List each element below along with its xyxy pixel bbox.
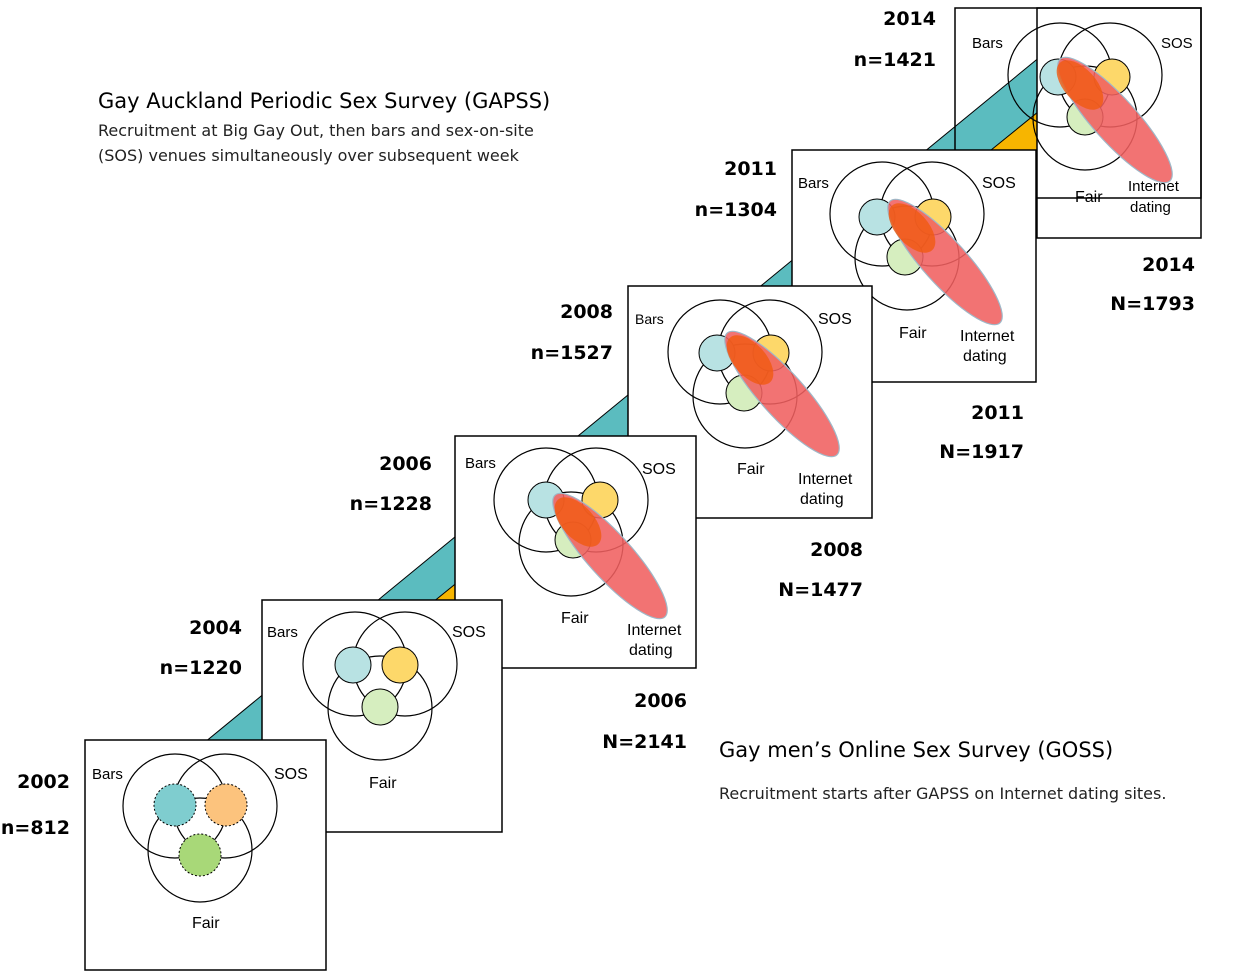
goss-year-2014: 2014 bbox=[1142, 254, 1195, 276]
gapss-title-block: Gay Auckland Periodic Sex Survey (GAPSS)… bbox=[98, 89, 550, 165]
gapss-title: Gay Auckland Periodic Sex Survey (GAPSS) bbox=[98, 89, 550, 113]
internet-label-2014: Internet bbox=[1128, 178, 1180, 195]
gapss-year-2006: 2006 bbox=[379, 453, 432, 475]
goss-n-2011: N=1917 bbox=[939, 441, 1024, 463]
sos-label-2008: SOS bbox=[818, 311, 852, 328]
gapss-wave-labels: 2014 n=1421 2011 n=1304 2008 n=1527 2006… bbox=[1, 8, 936, 839]
internet-label-2011: Internet bbox=[960, 328, 1015, 345]
gapss-year-2008: 2008 bbox=[560, 301, 613, 323]
goss-year-2006: 2006 bbox=[634, 690, 687, 712]
bars-label-2006: Bars bbox=[465, 455, 496, 472]
panel-2002 bbox=[84, 739, 327, 971]
fair-core-2002 bbox=[178, 833, 222, 877]
bars-label-2014: Bars bbox=[972, 35, 1003, 52]
goss-n-2008: N=1477 bbox=[778, 579, 863, 601]
gapss-description-line2: (SOS) venues simultaneously over subsequ… bbox=[98, 146, 520, 165]
fair-label-2014: Fair bbox=[1075, 189, 1103, 206]
internet-label-2006: Internet bbox=[627, 622, 682, 639]
goss-n-2006: N=2141 bbox=[602, 731, 687, 753]
fair-label-2004: Fair bbox=[369, 775, 397, 792]
sos-label-2004: SOS bbox=[452, 624, 486, 641]
goss-description: Recruitment starts after GAPSS on Intern… bbox=[719, 784, 1166, 803]
gapss-description-line1: Recruitment at Big Gay Out, then bars an… bbox=[98, 121, 534, 140]
bars-core-2002 bbox=[153, 783, 197, 827]
venue-labels: Bars SOS Fair Internet dating Bars SOS F… bbox=[92, 35, 1193, 932]
sos-label-2006: SOS bbox=[642, 461, 676, 478]
goss-year-2011: 2011 bbox=[971, 402, 1024, 424]
dating-label-2008: dating bbox=[800, 491, 844, 508]
bars-label-2004: Bars bbox=[267, 624, 298, 641]
sos-core-2004 bbox=[381, 646, 419, 684]
dating-label-2014: dating bbox=[1130, 199, 1171, 216]
gapss-n-2008: n=1527 bbox=[531, 342, 613, 364]
sos-label-2002: SOS bbox=[274, 766, 308, 783]
goss-title: Gay men’s Online Sex Survey (GOSS) bbox=[719, 738, 1113, 762]
bars-label-2002: Bars bbox=[92, 766, 123, 783]
gapss-n-2006: n=1228 bbox=[350, 493, 432, 515]
gapss-n-2002: n=812 bbox=[1, 817, 70, 839]
dating-label-2011: dating bbox=[963, 348, 1007, 365]
dating-label-2006: dating bbox=[629, 642, 673, 659]
fair-core-2004 bbox=[361, 688, 399, 726]
goss-year-2008: 2008 bbox=[810, 539, 863, 561]
gapss-year-2004: 2004 bbox=[189, 617, 242, 639]
fair-label-2006: Fair bbox=[561, 610, 589, 627]
gapss-year-2002: 2002 bbox=[17, 771, 70, 793]
gapss-n-2004: n=1220 bbox=[160, 657, 242, 679]
gapss-n-2011: n=1304 bbox=[695, 199, 777, 221]
goss-wave-labels: 2014 N=1793 2011 N=1917 2008 N=1477 2006… bbox=[602, 254, 1195, 753]
fair-label-2002: Fair bbox=[192, 915, 220, 932]
gapss-year-2014: 2014 bbox=[883, 8, 936, 30]
sos-label-2014: SOS bbox=[1161, 35, 1193, 52]
fair-label-2008: Fair bbox=[737, 461, 765, 478]
panel-2014 bbox=[954, 7, 1202, 239]
gapss-n-2014: n=1421 bbox=[854, 49, 936, 71]
sos-core-2002 bbox=[204, 783, 248, 827]
bars-core-2004 bbox=[334, 646, 372, 684]
sos-label-2011: SOS bbox=[982, 175, 1016, 192]
internet-label-2008: Internet bbox=[798, 471, 853, 488]
goss-n-2014: N=1793 bbox=[1110, 293, 1195, 315]
bars-label-2011: Bars bbox=[798, 175, 829, 192]
gapss-year-2011: 2011 bbox=[724, 158, 777, 180]
bars-label-2008: Bars bbox=[635, 311, 664, 327]
fair-label-2011: Fair bbox=[899, 325, 927, 342]
goss-title-block: Gay men’s Online Sex Survey (GOSS) Recru… bbox=[719, 738, 1166, 803]
